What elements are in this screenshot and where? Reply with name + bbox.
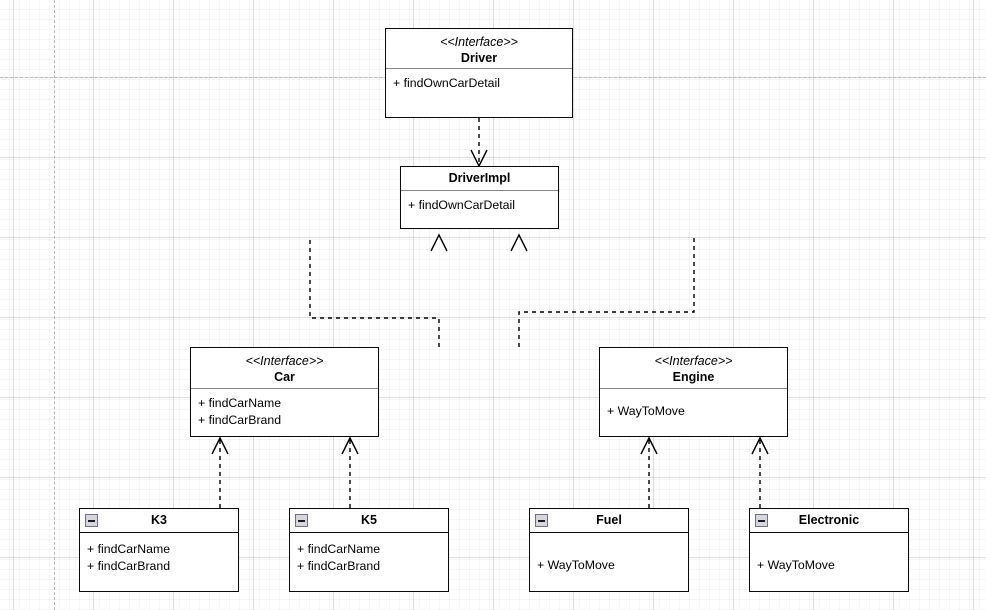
class-members-k3: + findCarName + findCarBrand [80, 533, 238, 579]
connector-car-to-driverimpl[interactable] [300, 229, 460, 349]
class-members-driver: + findOwnCarDetail [386, 69, 572, 96]
connector-electronic-to-engine[interactable] [751, 436, 771, 509]
class-box-engine[interactable]: <<Interface>> Engine + WayToMove [599, 347, 788, 437]
class-member: + WayToMove [537, 558, 615, 572]
connector-k5-to-car[interactable] [341, 436, 361, 509]
class-box-k5[interactable]: K5 + findCarName + findCarBrand [289, 508, 449, 592]
connector-k3-to-car[interactable] [211, 436, 231, 509]
class-name: Engine [672, 370, 715, 384]
connector-fuel-to-engine[interactable] [640, 436, 660, 509]
class-box-k3[interactable]: K3 + findCarName + findCarBrand [79, 508, 239, 592]
class-member: + WayToMove [757, 558, 835, 572]
class-name: K5 [361, 513, 377, 527]
connector-driver-to-driverimpl[interactable] [470, 118, 490, 168]
class-name: Driver [460, 51, 498, 65]
class-member: + findCarBrand [297, 559, 381, 573]
class-name: K3 [151, 513, 167, 527]
class-stereotype: <<Interface>> [245, 354, 324, 368]
class-header-car: <<Interface>> Car [191, 348, 378, 389]
class-members-driverimpl: + findOwnCarDetail [401, 191, 558, 218]
class-name: DriverImpl [448, 171, 511, 185]
class-name: Car [274, 370, 295, 384]
collapse-minus-icon[interactable] [755, 514, 768, 527]
class-stereotype: <<Interface>> [440, 35, 518, 49]
collapse-minus-icon[interactable] [85, 514, 98, 527]
page-guide-vertical [54, 0, 55, 610]
class-member: + findCarName [198, 396, 282, 410]
class-members-electronic: + WayToMove [750, 533, 908, 578]
class-members-car: + findCarName + findCarBrand [191, 389, 378, 433]
class-member: + WayToMove [607, 404, 685, 418]
class-box-electronic[interactable]: Electronic + WayToMove [749, 508, 909, 592]
class-header-k5: K5 [290, 509, 448, 533]
class-member: + findCarName [297, 542, 381, 556]
class-name: Electronic [798, 513, 860, 527]
class-member: + findOwnCarDetail [408, 198, 515, 212]
class-header-electronic: Electronic [750, 509, 908, 533]
class-members-fuel: + WayToMove [530, 533, 688, 578]
class-box-car[interactable]: <<Interface>> Car + findCarName + findCa… [190, 347, 379, 437]
class-member: + findCarBrand [198, 413, 282, 427]
connector-engine-to-driverimpl[interactable] [510, 229, 710, 349]
class-header-k3: K3 [80, 509, 238, 533]
class-header-fuel: Fuel [530, 509, 688, 533]
class-member: + findOwnCarDetail [393, 76, 500, 90]
class-box-driver[interactable]: <<Interface>> Driver + findOwnCarDetail [385, 28, 573, 118]
collapse-minus-icon[interactable] [295, 514, 308, 527]
class-members-k5: + findCarName + findCarBrand [290, 533, 448, 579]
collapse-minus-icon[interactable] [535, 514, 548, 527]
class-box-driverimpl[interactable]: DriverImpl + findOwnCarDetail [400, 166, 559, 229]
class-stereotype: <<Interface>> [654, 354, 733, 368]
class-members-engine: + WayToMove [600, 389, 787, 424]
class-name: Fuel [596, 513, 622, 527]
class-header-driverimpl: DriverImpl [401, 167, 558, 191]
class-header-driver: <<Interface>> Driver [386, 29, 572, 69]
class-header-engine: <<Interface>> Engine [600, 348, 787, 389]
class-box-fuel[interactable]: Fuel + WayToMove [529, 508, 689, 592]
class-member: + findCarName [87, 542, 171, 556]
class-member: + findCarBrand [87, 559, 171, 573]
